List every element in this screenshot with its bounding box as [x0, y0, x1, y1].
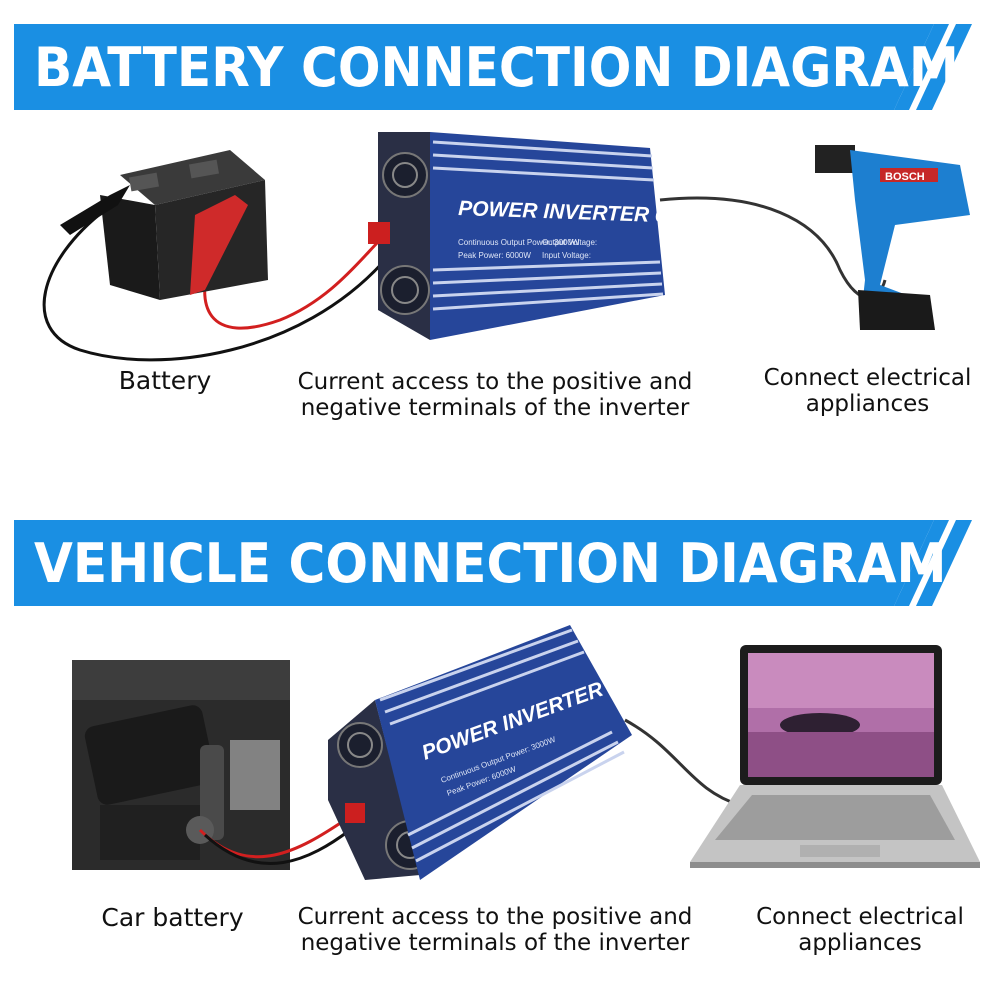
negative-wire	[203, 828, 351, 865]
appliance-label-line1: Connect electrical	[763, 365, 972, 391]
appliance-label-line2: appliances	[798, 930, 922, 956]
inverter-image: POWER INVERTER 6000W Continuous Output P…	[328, 625, 676, 880]
appliance-cable	[624, 718, 741, 807]
car-battery-label: Car battery	[101, 903, 244, 932]
banner-background	[14, 24, 972, 110]
negative-wire	[42, 208, 387, 362]
spec-peak: Peak Power: 6000W	[458, 251, 531, 260]
positive-terminal	[368, 222, 390, 244]
svg-text:BOSCH: BOSCH	[885, 171, 925, 183]
center-label-line2: negative terminals of the inverter	[300, 395, 690, 421]
positive-terminal	[345, 803, 365, 823]
inverter-image: POWER INVERTER 6000W Continuous Output P…	[368, 132, 724, 340]
vehicle-diagram-banner: VEHICLE CONNECTION DIAGRAM	[14, 520, 994, 606]
positive-wire	[203, 238, 382, 330]
section-title: BATTERY CONNECTION DIAGRAM	[34, 36, 959, 99]
laptop-image	[690, 645, 980, 868]
car-interior-image	[72, 660, 290, 870]
battery-image	[60, 150, 268, 300]
center-label-line2: negative terminals of the inverter	[300, 930, 690, 956]
battery-label: Battery	[118, 366, 212, 395]
banner-background	[14, 520, 972, 606]
appliance-label-line1: Connect electrical	[756, 904, 964, 930]
spec-output: Output Voltage:	[542, 238, 597, 247]
drill-image: BOSCH	[815, 145, 970, 330]
spec-input: Input Voltage:	[542, 251, 591, 260]
appliance-label-line2: appliances	[805, 391, 930, 417]
black-clamp	[60, 185, 130, 235]
center-label-line1: Current access to the positive and	[297, 369, 693, 395]
spec-continuous: Continuous Output Power: 3000W	[458, 238, 580, 247]
battery-diagram-banner: BATTERY CONNECTION DIAGRAM	[14, 24, 994, 110]
red-clamp	[190, 195, 248, 295]
section-title: VEHICLE CONNECTION DIAGRAM	[34, 532, 947, 595]
center-label-line1: Current access to the positive and	[297, 904, 693, 930]
